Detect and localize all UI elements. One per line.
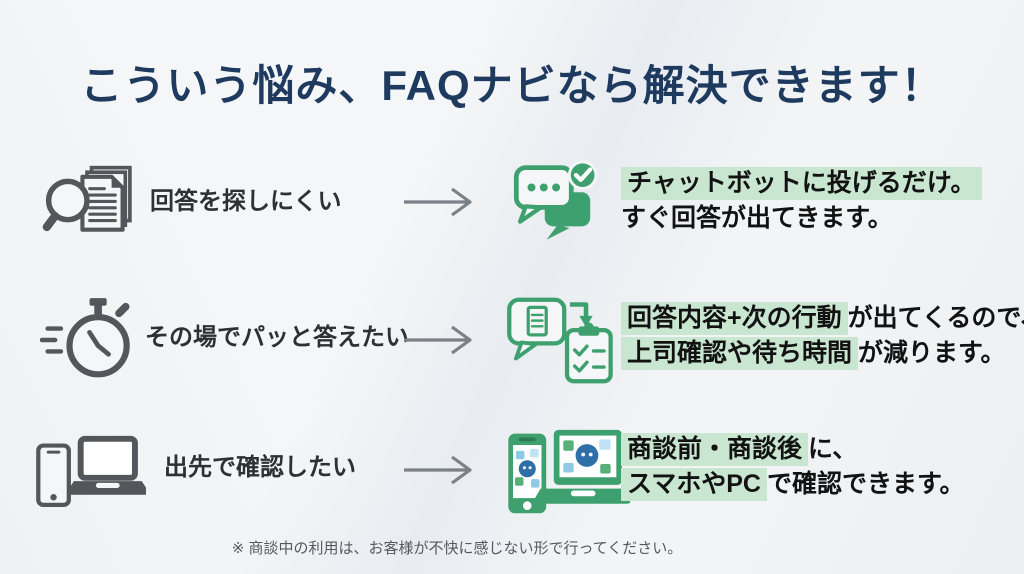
highlighted-text: 上司確認や待ち時間 [621, 337, 859, 370]
row-check-on-the-go: 出先で確認したい [0, 424, 1024, 516]
search-documents-icon [42, 164, 142, 248]
plain-text: すぐ回答が出てきます。 [621, 204, 893, 232]
plain-text: に、 [808, 435, 858, 463]
solution-line: すぐ回答が出てきます。 [621, 201, 982, 236]
arrow-right-icon [402, 453, 486, 487]
solution-line: 商談前・商談後に、 [621, 432, 965, 467]
chatbot-check-icon [510, 160, 606, 250]
stopwatch-icon [40, 296, 140, 384]
problem-label: 回答を探しにくい [150, 188, 342, 215]
row-find-answers: 回答を探しにくい チャットボットに投げるだけ。 すぐ回答が出てきます。 [0, 158, 1024, 250]
highlighted-text: スマホやPC [621, 468, 767, 501]
smartphone-laptop-icon [34, 432, 146, 510]
arrow-right-icon [402, 185, 486, 219]
plain-text: で確認できます。 [766, 470, 965, 498]
highlighted-text: チャットボットに投げるだけ。 [621, 167, 982, 200]
highlighted-text: 回答内容+次の行動 [621, 302, 848, 335]
problem-label: 出先で確認したい [164, 454, 356, 481]
solution-line: チャットボットに投げるだけ。 [621, 166, 982, 201]
highlighted-text: 商談前・商談後 [621, 433, 809, 466]
footer-note: ※ 商談中の利用は、お客様が不快に感じない形で行ってください。 [231, 540, 683, 557]
row-quick-answer: その場でパッと答えたい [0, 292, 1024, 387]
solution-text: チャットボットに投げるだけ。 すぐ回答が出てきます。 [621, 166, 982, 236]
plain-text: が減ります。 [858, 339, 1006, 367]
smartphone-pc-app-icon [506, 428, 630, 518]
arrow-right-icon [402, 323, 486, 357]
answer-next-action-icon [505, 296, 631, 386]
problem-label: その場でパッと答えたい [145, 324, 409, 351]
plain-text: が出てくるので、 [847, 304, 1024, 332]
solution-line: 上司確認や待ち時間が減ります。 [621, 336, 1024, 371]
page-title: こういう悩み、FAQナビなら解決できます！ [80, 62, 944, 109]
